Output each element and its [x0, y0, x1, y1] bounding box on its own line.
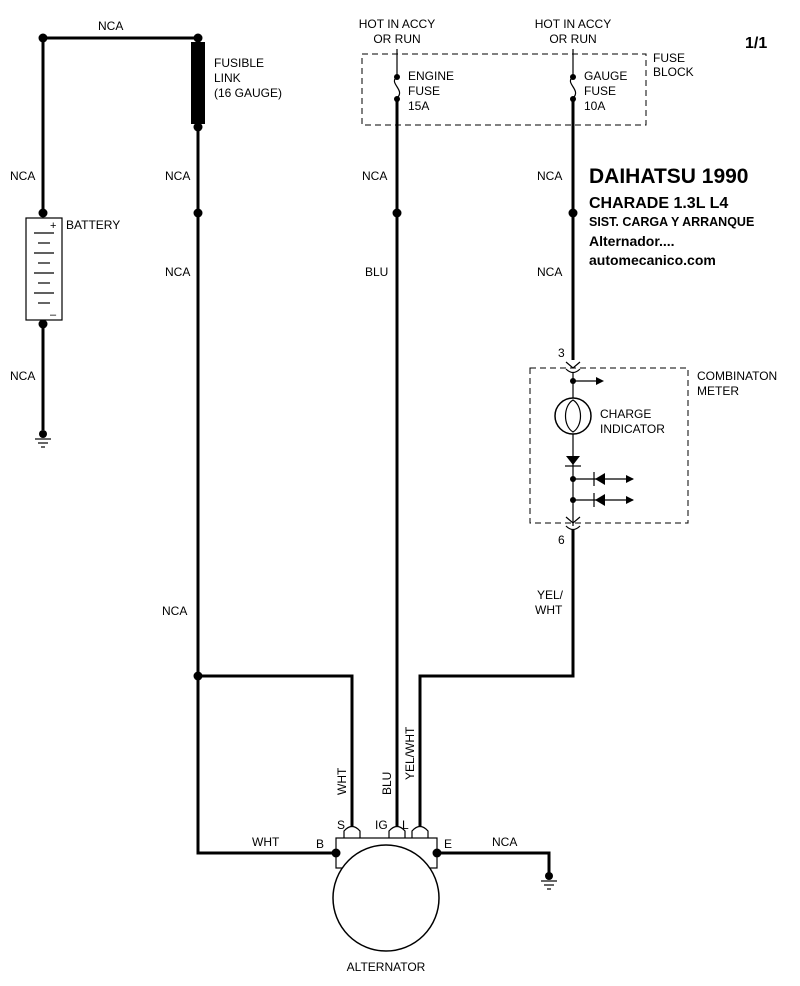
arrow-icon [570, 377, 604, 385]
alternator: S IG L B E ALTERNATOR [316, 818, 452, 974]
charge-indicator-label: INDICATOR [600, 422, 665, 436]
combination-meter-label: METER [697, 384, 739, 398]
gauge-fuse-label: 10A [584, 99, 605, 113]
wire-label-nca: NCA [362, 169, 387, 183]
wire-label-nca: NCA [537, 169, 562, 183]
engine-fuse [393, 49, 401, 102]
diode-icon [570, 472, 634, 486]
page-number: 1/1 [745, 35, 767, 52]
engine-fuse-label: ENGINE [408, 69, 454, 83]
fusible-link: FUSIBLE LINK (16 GAUGE) [191, 42, 282, 132]
wire-label-wht: WHT [335, 767, 349, 795]
fuse-block-outline [361, 53, 647, 126]
splice-dot [193, 33, 203, 43]
diode-icon [565, 456, 581, 467]
charge-indicator-label: CHARGE [600, 407, 651, 421]
wire-label-yel-wht: YEL/ [537, 588, 564, 602]
gauge-fuse [569, 49, 577, 102]
power-source-label: OR RUN [549, 32, 596, 46]
terminal-label-ig: IG [375, 818, 388, 832]
splice-dot [38, 33, 48, 43]
connector-pin-icon [565, 516, 581, 531]
alternator-ground-wire [437, 851, 551, 873]
wire-label-nca: NCA [162, 604, 187, 618]
wire-label-nca: NCA [537, 265, 562, 279]
wire-label-nca: NCA [492, 835, 517, 849]
header-model: CHARADE 1.3L L4 [589, 195, 728, 212]
header-component: Alternador.... [589, 233, 675, 249]
wire-label-nca: NCA [165, 265, 190, 279]
battery-negative-terminal [38, 319, 48, 329]
charge-lamp-wire [418, 530, 575, 826]
header-system: SIST. CARGA Y ARRANQUE [589, 215, 754, 229]
sense-wire [198, 674, 354, 826]
connector-dot [392, 208, 402, 218]
fuse-block-label: BLOCK [653, 65, 694, 79]
wire-label-nca: NCA [10, 169, 35, 183]
fuse-block-label: FUSE [653, 51, 685, 65]
power-source-label: HOT IN ACCY [359, 17, 435, 31]
wire-label-nca: NCA [98, 19, 123, 33]
charge-indicator-lamp-icon [554, 397, 592, 435]
fusible-link-label: LINK [214, 71, 241, 85]
ground-icon [35, 430, 51, 448]
wire-label-wht: WHT [252, 835, 280, 849]
terminal-label-b: B [316, 837, 324, 851]
ground-icon [541, 872, 557, 890]
power-source-label: OR RUN [373, 32, 420, 46]
wire-label-blu: BLU [365, 265, 388, 279]
wire-label-nca: NCA [165, 169, 190, 183]
b-terminal [331, 848, 341, 858]
gauge-fuse-label: GAUGE [584, 69, 627, 83]
battery-positive-terminal [38, 208, 48, 218]
connector-dot [568, 208, 578, 218]
terminal-connector-icon [343, 825, 429, 838]
wire-label-nca: NCA [10, 369, 35, 383]
battery-plus-sign: + [50, 220, 56, 232]
connector-dot [193, 208, 203, 218]
gauge-fuse-label: FUSE [584, 84, 616, 98]
diagram-header: DAIHATSU 1990 CHARADE 1.3L L4 SIST. CARG… [589, 165, 754, 268]
fusible-link-label: FUSIBLE [214, 56, 264, 70]
top-nca-wire [43, 36, 200, 45]
combination-meter-outline [529, 367, 689, 524]
battery-symbol: + – [25, 217, 63, 321]
battery-minus-sign: – [50, 309, 57, 321]
engine-fuse-label: 15A [408, 99, 429, 113]
connector-pin-label: 3 [558, 346, 565, 360]
alternator-label: ALTERNATOR [347, 960, 426, 974]
alternator-body [332, 844, 440, 952]
power-source-label: HOT IN ACCY [535, 17, 611, 31]
connector-pin-icon [565, 361, 581, 374]
battery-label: BATTERY [66, 218, 120, 232]
terminal-label-s: S [337, 818, 345, 832]
connector-pin-label: 6 [558, 533, 565, 547]
terminal-label-l: L [402, 818, 409, 832]
wire-label-blu: BLU [380, 772, 394, 795]
terminal-label-e: E [444, 837, 452, 851]
fusible-link-body [191, 42, 205, 124]
combination-meter-label: COMBINATON [697, 369, 777, 383]
wire-label-yel-wht: WHT [535, 603, 563, 617]
header-site: automecanico.com [589, 252, 716, 268]
fuse-block: FUSE BLOCK HOT IN ACCY OR RUN HOT IN ACC… [359, 17, 694, 126]
battery-circuit: NCA NCA + – BATTERY NCA [10, 19, 203, 448]
header-make-year: DAIHATSU 1990 [589, 165, 749, 188]
wire-label-yel-wht: YEL/WHT [403, 726, 417, 780]
fusible-link-label: (16 GAUGE) [214, 86, 282, 100]
diode-icon [570, 493, 634, 507]
combination-meter: COMBINATON METER 3 CHARGE INDICATOR [529, 346, 777, 547]
engine-fuse-label: FUSE [408, 84, 440, 98]
bplus-wire [196, 127, 336, 855]
